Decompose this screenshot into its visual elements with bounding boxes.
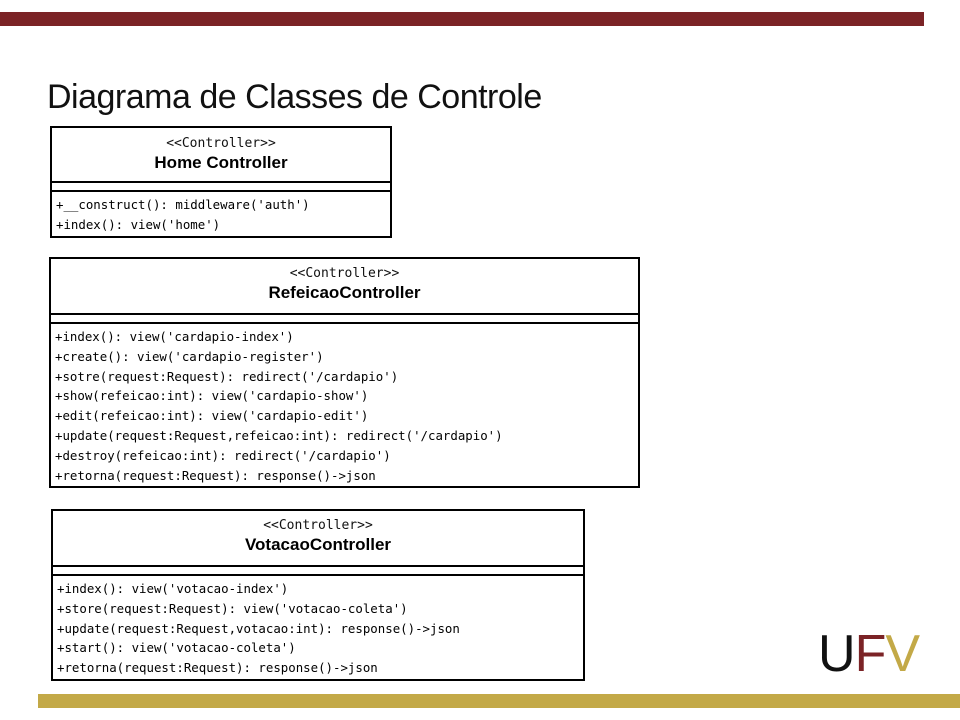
uml-class-header: <<Controller>> RefeicaoController xyxy=(51,259,638,315)
method-row: +update(request:Request,votacao:int): re… xyxy=(57,620,460,636)
attributes-compartment xyxy=(53,567,583,576)
method-row: +edit(refeicao:int): view('cardapio-edit… xyxy=(55,408,369,424)
logo-letter-u: U xyxy=(818,625,856,683)
uml-class-home-controller: <<Controller>> Home Controller +__constr… xyxy=(50,126,392,238)
uml-class-votacao-controller: <<Controller>> VotacaoController +index(… xyxy=(51,509,585,681)
method-row: +show(refeicao:int): view('cardapio-show… xyxy=(55,388,369,404)
methods-compartment: +index(): view('cardapio-index') +create… xyxy=(51,324,638,485)
method-row: +store(request:Request): view('votacao-c… xyxy=(57,600,408,616)
stereotype-label: <<Controller>> xyxy=(289,266,400,281)
methods-compartment: +index(): view('votacao-index') +store(r… xyxy=(53,576,583,678)
ufv-logo: UFV xyxy=(818,625,920,683)
method-row: +__construct(): middleware('auth') xyxy=(56,197,310,212)
bottom-accent-bar xyxy=(38,694,960,708)
logo-letter-v: V xyxy=(885,625,920,683)
top-accent-bar xyxy=(0,12,924,26)
method-row: +update(request:Request,refeicao:int): r… xyxy=(55,427,503,443)
methods-compartment: +__construct(): middleware('auth') +inde… xyxy=(52,192,390,235)
logo-letter-f: F xyxy=(854,625,887,683)
method-row: +retorna(request:Request): response()->j… xyxy=(57,660,378,676)
uml-class-header: <<Controller>> VotacaoController xyxy=(53,511,583,567)
method-row: +start(): view('votacao-coleta') xyxy=(57,640,296,656)
stereotype-label: <<Controller>> xyxy=(166,136,276,151)
method-row: +sotre(request:Request): redirect('/card… xyxy=(55,368,399,384)
attributes-compartment xyxy=(52,183,390,192)
uml-class-refeicao-controller: <<Controller>> RefeicaoController +index… xyxy=(49,257,640,488)
method-row: +index(): view('home') xyxy=(56,216,221,232)
class-name: Home Controller xyxy=(154,153,288,172)
stereotype-label: <<Controller>> xyxy=(263,518,373,533)
method-row: +index(): view('cardapio-index') xyxy=(55,329,294,344)
slide-title: Diagrama de Classes de Controle xyxy=(47,78,542,116)
class-name: VotacaoController xyxy=(244,535,392,554)
method-row: +create(): view('cardapio-register') xyxy=(55,348,324,364)
attributes-compartment xyxy=(51,315,638,324)
method-row: +destroy(refeicao:int): redirect('/carda… xyxy=(55,447,391,463)
method-row: +retorna(request:Request): response()->j… xyxy=(55,467,376,483)
uml-class-header: <<Controller>> Home Controller xyxy=(52,128,390,183)
method-row: +index(): view('votacao-index') xyxy=(57,581,289,596)
class-name: RefeicaoController xyxy=(268,283,421,302)
